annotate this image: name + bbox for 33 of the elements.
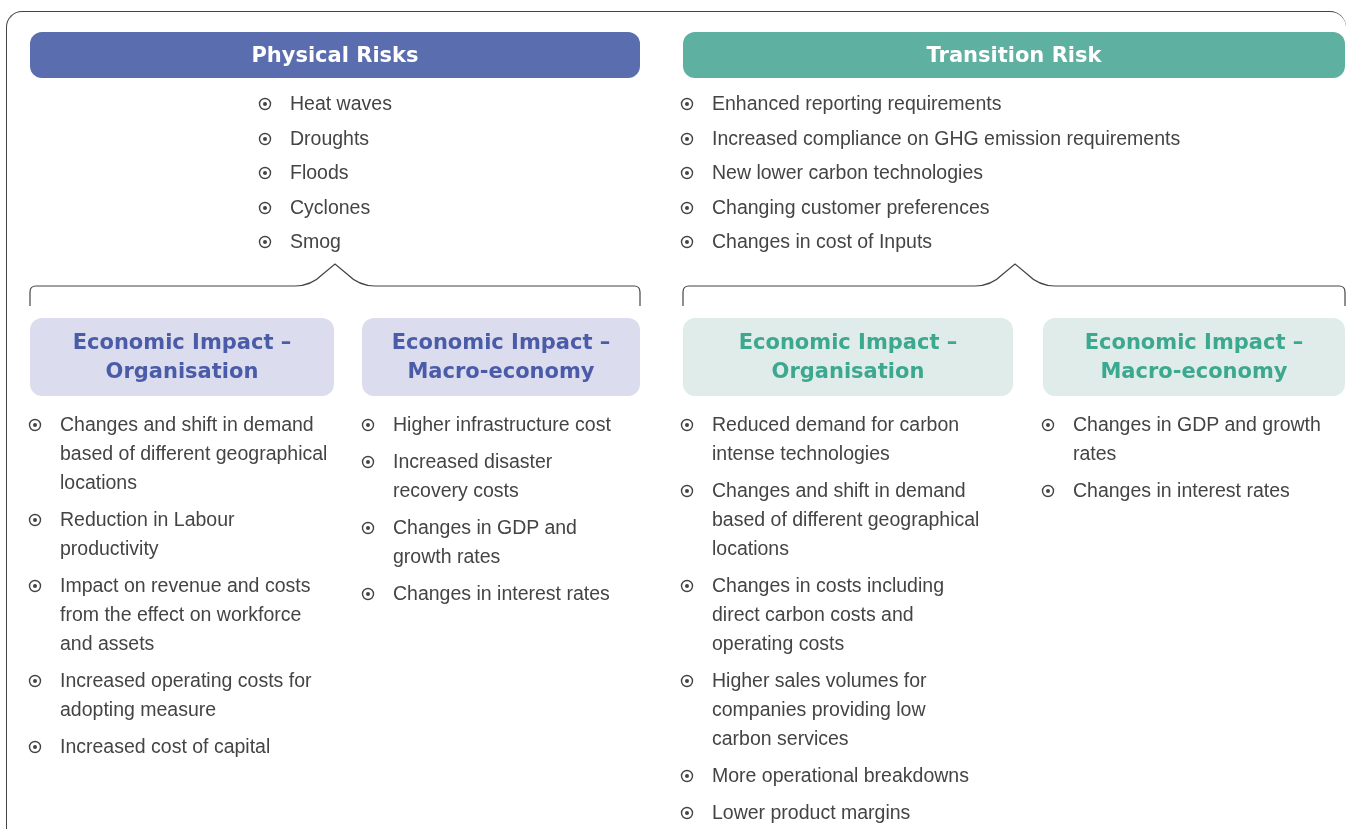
list-item: Increased compliance on GHG emission requirements (712, 125, 1182, 151)
list-item: Impact on revenue and costs from the effect on workforce and assets (60, 573, 312, 656)
list-item: Higher infrastructure cost (393, 412, 611, 437)
list-item: Droughts (290, 125, 371, 151)
list-item: Reduction in Labour productivity (60, 507, 236, 561)
category-box: Economic Impact – Macro-economy (1043, 318, 1345, 396)
list-item: Lower product margins (712, 800, 912, 825)
list-item: Increased disaster recovery costs (393, 449, 554, 503)
list-item: Changes and shift in demand based of different geographical locations (712, 478, 980, 561)
list-item: Changes in cost of Inputs (712, 229, 934, 254)
list-item: Increased operating costs for adopting measure (60, 668, 313, 722)
list-item: Changes in GDP and growth rates (393, 515, 578, 569)
list-item: Heat waves (290, 91, 393, 116)
category-box: Economic Impact – Macro-economy (362, 318, 640, 396)
list-item: Higher sales volumes for companies providing low carbon services (712, 668, 928, 751)
list-item: Increased cost of capital (60, 734, 272, 759)
list-item: Cyclones (290, 194, 372, 220)
list-item: Enhanced reporting requirements (712, 91, 1003, 116)
list-item: New lower carbon technologies (712, 160, 984, 185)
list-item: Smog (290, 229, 342, 254)
list-item: Changes in interest rates (1073, 478, 1291, 503)
list-item: More operational breakdowns (712, 763, 970, 788)
list-item: Floods (290, 160, 350, 185)
category-banner: Transition Risk (683, 32, 1345, 78)
list-item: Changes in GDP and growth rates (1073, 412, 1322, 466)
list-item: Changing customer preferences (712, 194, 991, 220)
category-banner: Physical Risks (30, 32, 640, 78)
list-item: Reduced demand for carbon intense technologies (712, 412, 961, 466)
list-item: Changes and shift in demand based of different geographical locations (60, 412, 328, 495)
category-box: Economic Impact – Organisation (30, 318, 334, 396)
category-box: Economic Impact – Organisation (683, 318, 1013, 396)
list-item: Changes in interest rates (393, 581, 611, 606)
list-item: Changes in costs including direct carbon costs and operating costs (712, 573, 945, 656)
